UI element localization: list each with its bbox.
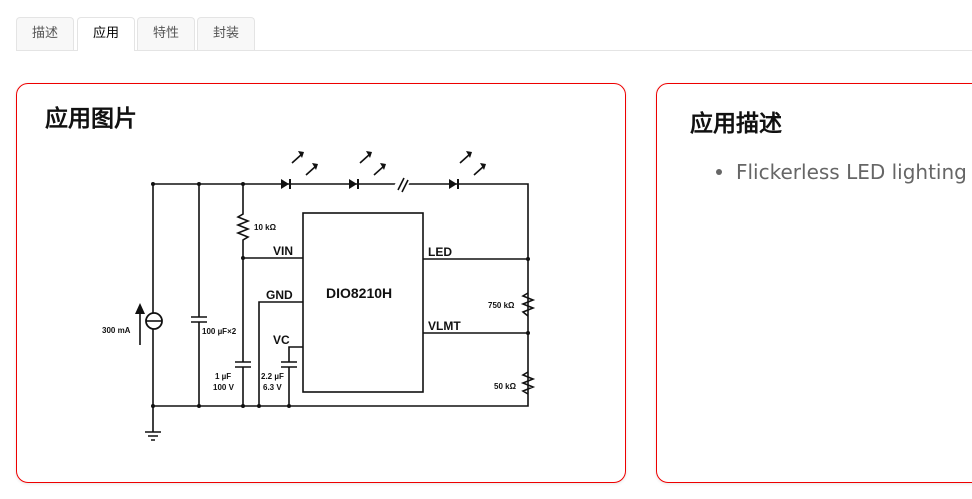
cap-vin-label-2: 100 V	[213, 383, 235, 392]
tab-application[interactable]: 应用	[77, 17, 135, 51]
pin-gnd: GND	[266, 288, 293, 302]
cap-vin-label-1: 1 µF	[215, 372, 231, 381]
pin-vlmt: VLMT	[428, 319, 461, 333]
list-item: Flickerless LED lighting	[736, 160, 967, 184]
cap-vc-label-2: 6.3 V	[263, 383, 282, 392]
chip-label: DIO8210H	[326, 285, 392, 301]
application-description-card: 应用描述 Flickerless LED lighting	[656, 83, 972, 483]
card-title: 应用图片	[45, 106, 137, 132]
tab-package[interactable]: 封装	[197, 17, 255, 50]
cap-vc-label-1: 2.2 µF	[261, 372, 284, 381]
source-label: 300 mA	[102, 326, 131, 335]
application-image-card: 应用图片	[16, 83, 626, 483]
card-title: 应用描述	[690, 111, 782, 137]
r1-label: 10 kΩ	[254, 223, 277, 232]
tab-features[interactable]: 特性	[137, 17, 195, 50]
pin-vin: VIN	[273, 244, 293, 258]
application-list: Flickerless LED lighting	[736, 160, 967, 184]
cap-bulk-label: 100 µF×2	[202, 327, 237, 336]
r3-label: 50 kΩ	[494, 382, 517, 391]
tab-bar: 描述 应用 特性 封装	[16, 17, 972, 51]
tab-description[interactable]: 描述	[16, 17, 74, 50]
pin-vc: VC	[273, 333, 290, 347]
pin-led: LED	[428, 245, 452, 259]
r2-label: 750 kΩ	[488, 301, 515, 310]
